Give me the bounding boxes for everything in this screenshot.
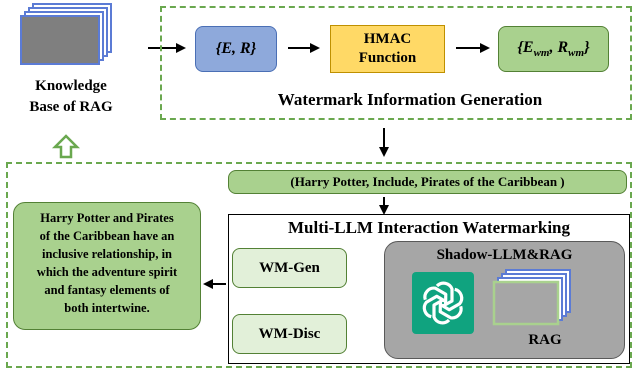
wm-gen-node: WM-Gen <box>232 248 347 288</box>
output-line: both intertwine. <box>64 301 150 315</box>
wm-disc-node: WM-Disc <box>232 314 347 354</box>
shadow-llm-rag-title: Shadow-LLM&RAG <box>436 247 573 263</box>
input-set-node: {E, R} <box>195 26 277 72</box>
watermark-embedding-panel <box>6 162 632 368</box>
openai-logo-icon <box>412 272 474 334</box>
rag-label: RAG <box>528 332 562 348</box>
rag-stack-icon <box>492 269 571 326</box>
output-text-box: Harry Potter and Pirates of the Caribbea… <box>13 202 201 330</box>
multi-llm-title: Multi-LLM Interaction Watermarking <box>287 218 571 237</box>
watermark-output-node: {Ewm, Rwm} <box>498 26 609 72</box>
output-line: which the adventure spirit <box>36 265 178 279</box>
output-line: of the Caribbean have an <box>39 229 175 243</box>
knowledge-base-label: Knowledge Base of RAG <box>29 78 113 115</box>
hmac-function-node: HMAC Function <box>330 25 445 73</box>
output-line: Harry Potter and Pirates <box>40 211 174 225</box>
up-arrow-icon <box>51 134 81 159</box>
watermark-generation-title: Watermark Information Generation <box>277 90 543 109</box>
triple-node: (Harry Potter, Include, Pirates of the C… <box>228 170 627 194</box>
output-line: and fantasy elements of <box>44 283 170 297</box>
knowledge-base-stack-icon <box>20 3 112 65</box>
watermark-generation-panel <box>160 6 632 120</box>
output-line: inclusive relationship, in <box>41 247 172 261</box>
